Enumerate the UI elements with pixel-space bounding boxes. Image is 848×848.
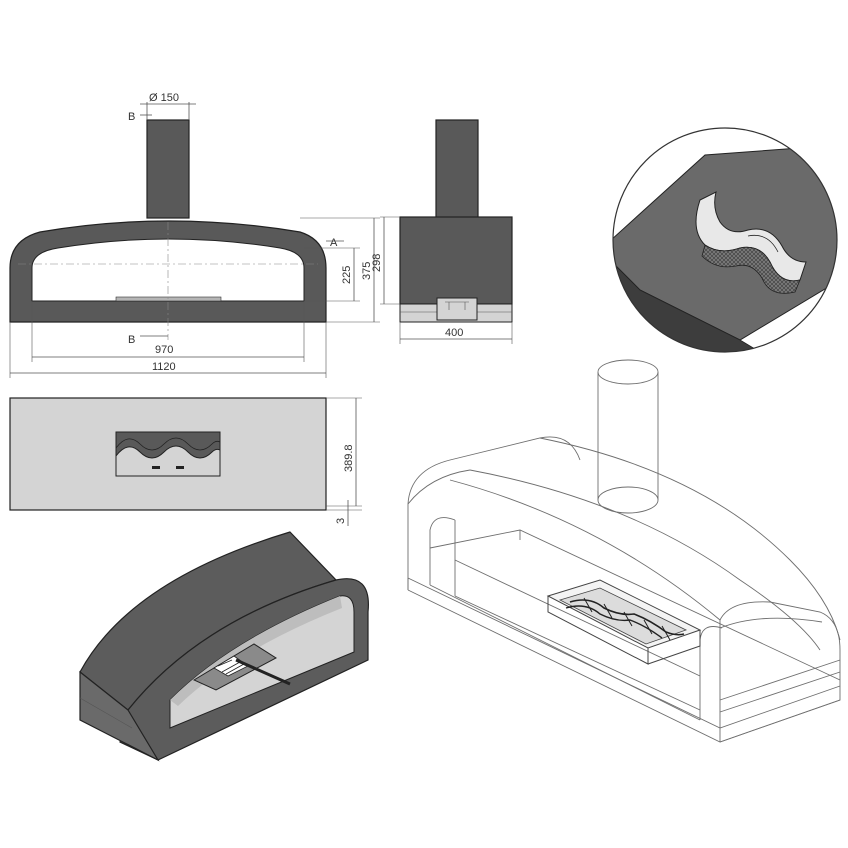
- detail-circle: [612, 127, 838, 353]
- section-mark-b-top: B: [128, 111, 135, 123]
- side-body: [399, 216, 513, 305]
- section-mark-a: A: [330, 237, 338, 249]
- side-chimney: [435, 119, 479, 219]
- detail-view: [612, 127, 838, 353]
- side-view: 298 400: [371, 119, 513, 344]
- top-view: 389.8 3: [9, 397, 362, 526]
- front-chimney: [146, 119, 190, 219]
- section-mark-b-bottom: B: [128, 334, 135, 346]
- top-offset-label: 3: [335, 518, 347, 524]
- chimney-diameter-label: Ø 150: [149, 92, 179, 104]
- side-burner-box: [436, 297, 478, 321]
- opening-height-label: 225: [341, 266, 353, 284]
- side-width-label: 400: [445, 327, 463, 339]
- side-height-label: 298: [371, 254, 383, 272]
- iso-solid-view: [79, 531, 369, 762]
- top-depth-label: 389.8: [343, 444, 355, 472]
- total-width-label: 1120: [152, 361, 176, 373]
- inner-width-label: 970: [155, 344, 173, 356]
- iso-wire-burner: [546, 579, 702, 665]
- front-view: Ø 150 B A 225 375 B 970 1120: [9, 92, 380, 378]
- iso-wireframe-view: [407, 359, 841, 743]
- front-burner-tray: [115, 296, 222, 302]
- top-burner-wave: [115, 445, 221, 477]
- total-height-label: 375: [361, 262, 373, 280]
